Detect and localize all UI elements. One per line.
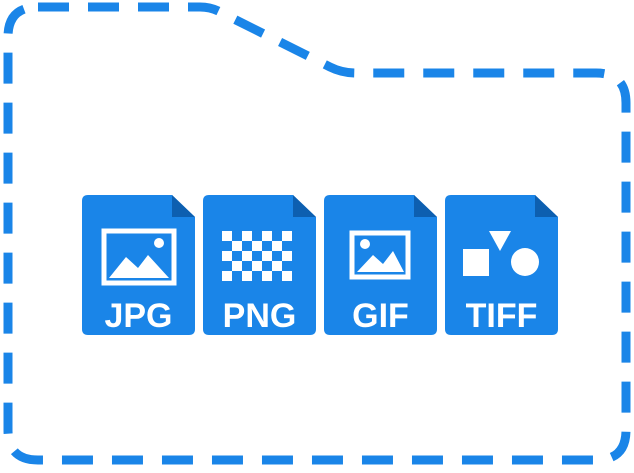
image-landscape-icon bbox=[349, 230, 411, 280]
checker-square bbox=[282, 271, 292, 281]
checker-square bbox=[222, 271, 232, 281]
file-type-label: TIFF bbox=[466, 297, 538, 335]
checker-square bbox=[262, 251, 272, 261]
checker-square bbox=[242, 251, 252, 261]
file-type-label: GIF bbox=[352, 297, 409, 335]
checker-square bbox=[222, 231, 232, 241]
checker-square bbox=[282, 231, 292, 241]
checker-square bbox=[222, 251, 232, 261]
checker-square bbox=[242, 231, 252, 241]
file-type-label: PNG bbox=[223, 297, 297, 335]
file-type-tiff: TIFF bbox=[445, 195, 558, 335]
file-type-jpg: JPG bbox=[82, 195, 195, 335]
checker-square bbox=[262, 271, 272, 281]
checker-square bbox=[252, 241, 262, 251]
checker-square bbox=[252, 261, 262, 271]
checker-square bbox=[282, 251, 292, 261]
image-landscape-icon bbox=[101, 228, 177, 286]
checker-square bbox=[242, 271, 252, 281]
checker-square bbox=[272, 261, 282, 271]
file-type-gif: GIF bbox=[324, 195, 437, 335]
file-type-label: JPG bbox=[104, 297, 172, 335]
transparency-checkerboard-icon bbox=[222, 231, 292, 281]
geometric-shapes-icon bbox=[463, 231, 539, 276]
checker-square bbox=[262, 231, 272, 241]
checker-square bbox=[272, 241, 282, 251]
file-type-png: PNG bbox=[203, 195, 316, 335]
checker-square bbox=[232, 261, 242, 271]
folder-outline bbox=[3, 2, 631, 465]
checker-square bbox=[232, 241, 242, 251]
